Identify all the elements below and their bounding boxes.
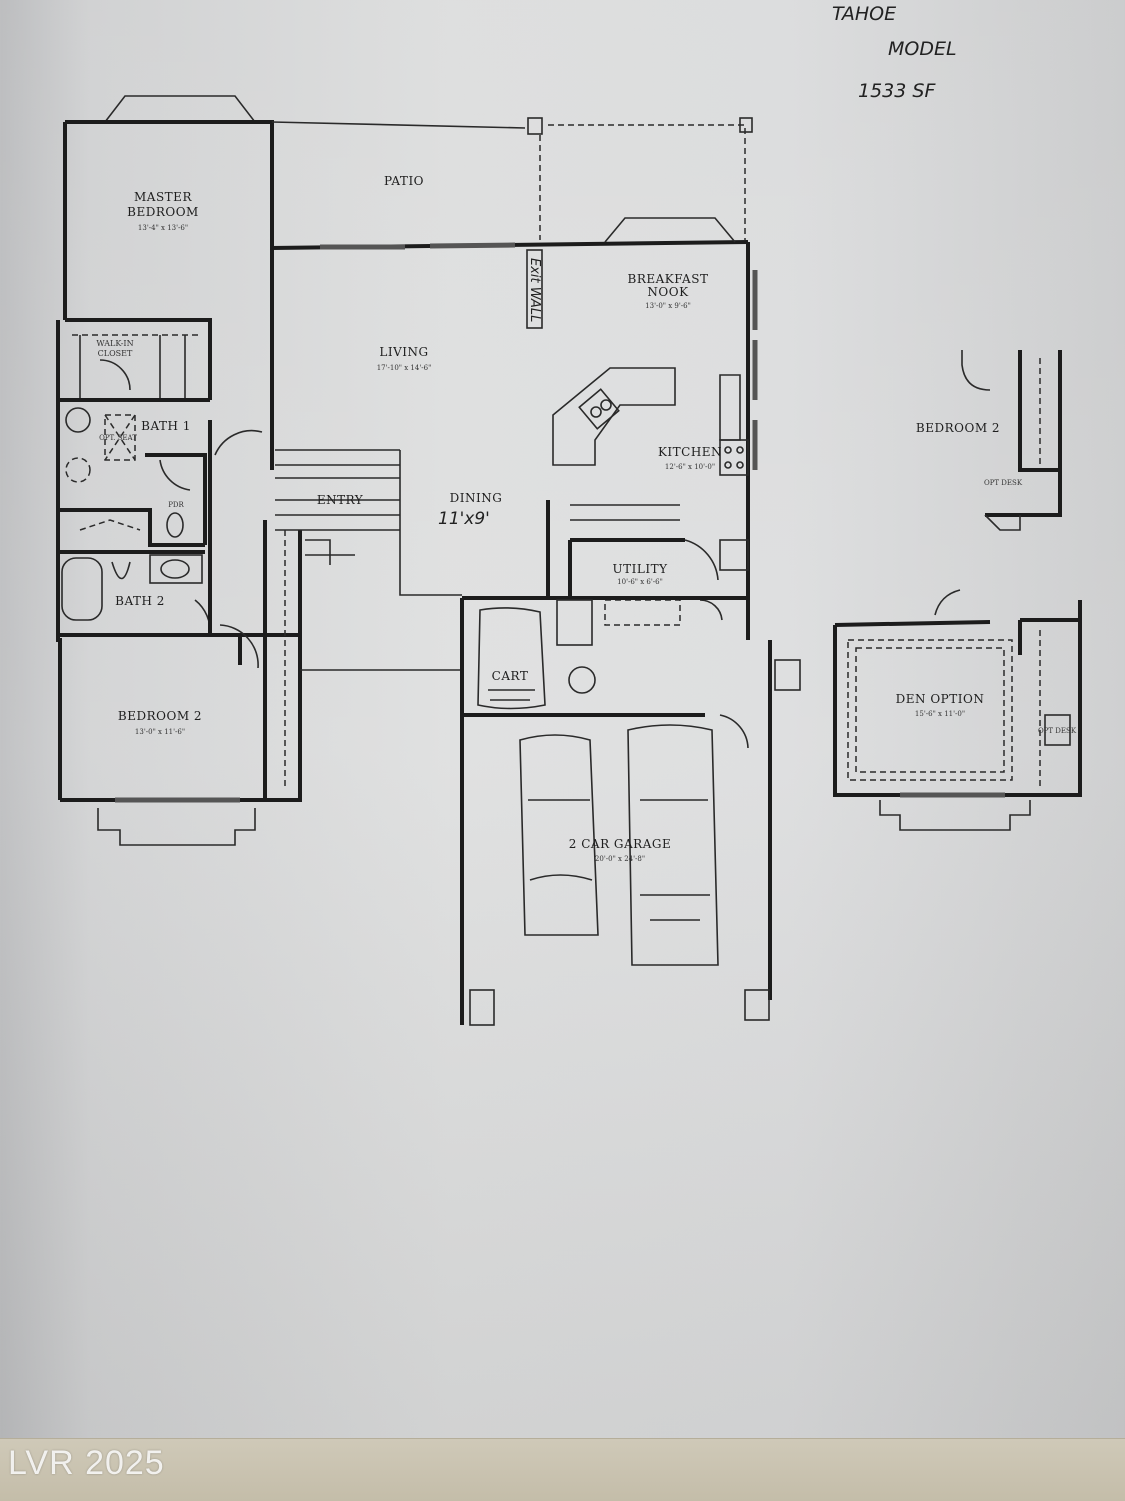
- bedroom2-option-label: BEDROOM 2: [916, 421, 1000, 435]
- watermark: LVR 2025: [8, 1444, 165, 1482]
- bath1-option: OPT. SEAT: [99, 434, 137, 442]
- kitchen-size: 12'-6" x 10'-0": [665, 463, 715, 471]
- note-exit-wall: Exit WALL: [527, 258, 542, 322]
- note-model: MODEL: [888, 38, 957, 60]
- kitchen-label: KITCHEN: [658, 445, 722, 459]
- den-option-label: DEN OPTION: [896, 692, 985, 706]
- bath2-label: BATH 2: [115, 594, 165, 608]
- master-bedroom-label-2: BEDROOM: [127, 205, 199, 219]
- handwritten-notes: TAHOE MODEL 1533 SF Exit WALL 11'x9': [438, 3, 957, 529]
- utility-size: 10'-6" x 6'-6": [617, 578, 663, 586]
- entry-label: ENTRY: [317, 493, 364, 507]
- bedroom2-option-desk: OPT DESK: [984, 479, 1023, 487]
- breakfast-nook-size: 13'-0" x 9'-6": [645, 302, 691, 310]
- living-label: LIVING: [379, 345, 428, 359]
- garage-label: 2 CAR GARAGE: [569, 837, 671, 851]
- room-labels: MASTER BEDROOM 13'-4" x 13'-6" PATIO LIV…: [96, 174, 1076, 863]
- den-option-desk: OPT DESK: [1038, 727, 1077, 735]
- bedroom2-label: BEDROOM 2: [118, 709, 202, 723]
- option-plans: [833, 350, 1082, 831]
- walls: [56, 95, 801, 1026]
- bedroom2-size: 13'-0" x 11'-6": [135, 728, 185, 736]
- dining-label: DINING: [450, 491, 503, 505]
- master-bedroom-label-1: MASTER: [134, 190, 192, 204]
- tape-strip: [0, 1438, 1125, 1501]
- note-dining-size: 11'x9': [438, 509, 490, 529]
- note-square-feet: 1533 SF: [858, 80, 936, 102]
- patio-label: PATIO: [384, 174, 424, 188]
- master-bedroom-size: 13'-4" x 13'-6": [138, 224, 188, 232]
- breakfast-nook-label-1: BREAKFAST: [628, 272, 709, 286]
- cart-label: CART: [492, 669, 529, 683]
- note-tahoe: TAHOE: [832, 3, 896, 25]
- den-option-size: 15'-6" x 11'-0": [915, 710, 965, 718]
- utility-label: UTILITY: [613, 562, 669, 576]
- walk-in-closet-label-2: CLOSET: [98, 349, 133, 358]
- walk-in-closet-label-1: WALK-IN: [96, 339, 133, 348]
- bath1-label: BATH 1: [141, 419, 191, 433]
- living-size: 17'-10" x 14'-6": [377, 364, 432, 372]
- garage-size: 20'-0" x 24'-8": [595, 855, 645, 863]
- breakfast-nook-label-2: NOOK: [647, 285, 689, 299]
- powder-label: PDR: [168, 501, 184, 509]
